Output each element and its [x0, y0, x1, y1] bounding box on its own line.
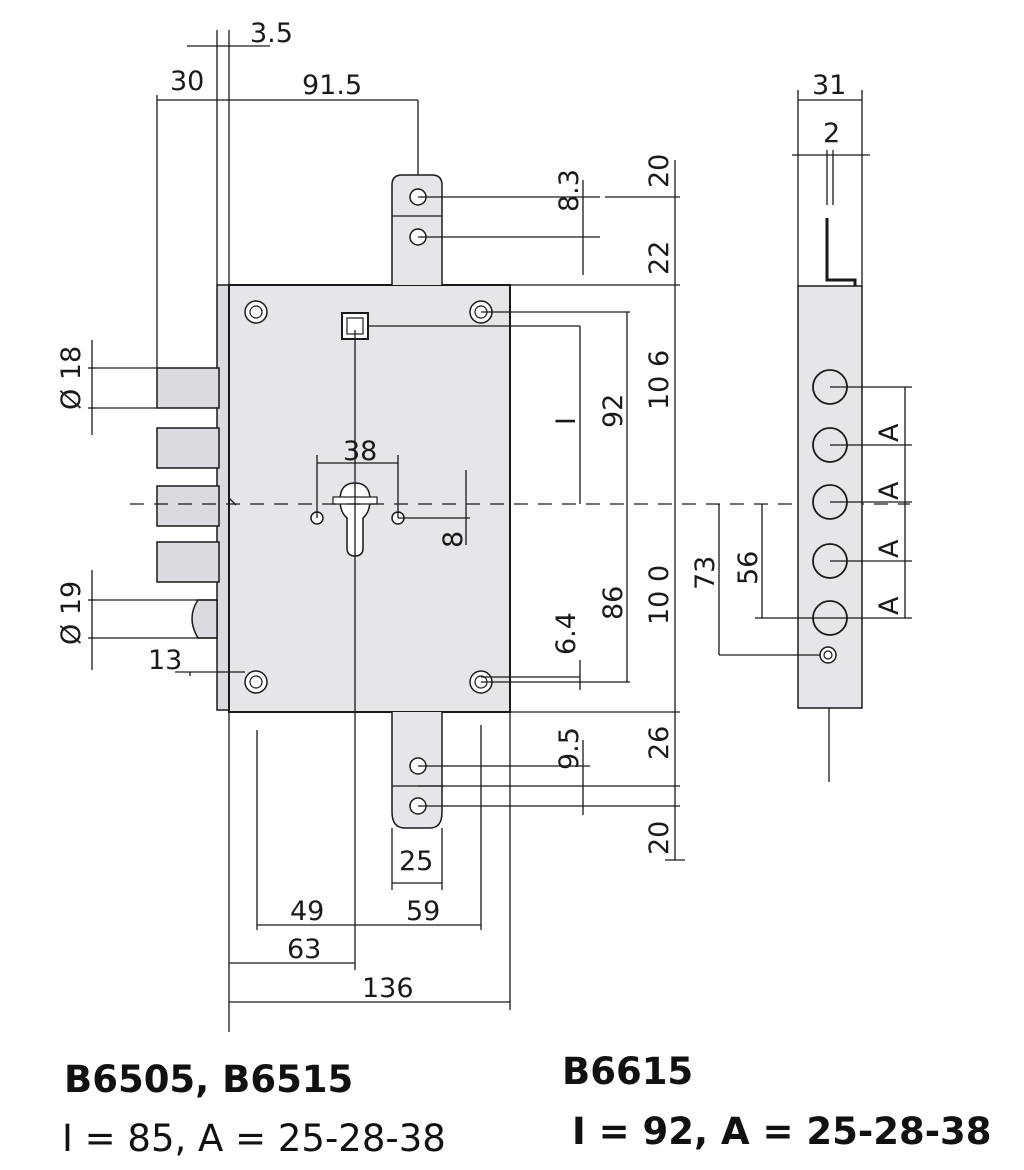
dim-91-5: 91.5 — [302, 70, 362, 101]
dim-A-3: A — [874, 539, 905, 558]
bolts — [156, 367, 220, 583]
left-model-names: B6505, B6515 — [64, 1058, 354, 1101]
dim-30: 30 — [170, 66, 204, 97]
dim-A-2: A — [874, 481, 905, 500]
dim-100: 10 0 — [644, 565, 675, 625]
dimension-lines — [88, 30, 912, 1032]
dim-A-4: A — [874, 596, 905, 615]
dim-13: 13 — [148, 645, 182, 676]
dim-31: 31 — [812, 70, 846, 101]
dim-59: 59 — [406, 896, 440, 927]
dim-56: 56 — [733, 551, 764, 585]
dim-6-4: 6.4 — [551, 612, 582, 655]
dim-diameter-18: Ø 18 — [56, 346, 87, 410]
right-model-name: B6615 — [562, 1050, 694, 1093]
dim-20-bottom: 20 — [644, 821, 675, 855]
dim-106: 10 6 — [644, 350, 675, 410]
dim-8-3: 8.3 — [554, 169, 585, 212]
dim-26: 26 — [644, 726, 675, 760]
dim-2: 2 — [823, 118, 840, 149]
left-model-spec: I = 85, A = 25-28-38 — [62, 1117, 446, 1160]
side-view-hook — [825, 218, 857, 286]
dim-38: 38 — [343, 436, 377, 467]
side-view-bolt-holes — [812, 369, 848, 664]
body-screws — [244, 300, 493, 694]
dim-49: 49 — [290, 896, 324, 927]
dim-9-5: 9.5 — [554, 727, 585, 770]
latch — [191, 599, 218, 639]
dim-8: 8 — [438, 531, 469, 548]
dim-3-5: 3.5 — [250, 18, 293, 49]
dim-22: 22 — [644, 241, 675, 275]
dim-diameter-19: Ø 19 — [56, 581, 87, 645]
dim-86: 86 — [598, 586, 629, 620]
dim-20-top: 20 — [644, 154, 675, 188]
dim-73: 73 — [690, 556, 721, 590]
dim-136: 136 — [362, 973, 414, 1004]
dim-I: I — [551, 417, 582, 425]
dim-25: 25 — [399, 846, 433, 877]
right-model-spec: I = 92, A = 25-28-38 — [572, 1110, 992, 1153]
dim-92: 92 — [598, 394, 629, 428]
dim-63: 63 — [287, 934, 321, 965]
dim-A-1: A — [874, 423, 905, 442]
